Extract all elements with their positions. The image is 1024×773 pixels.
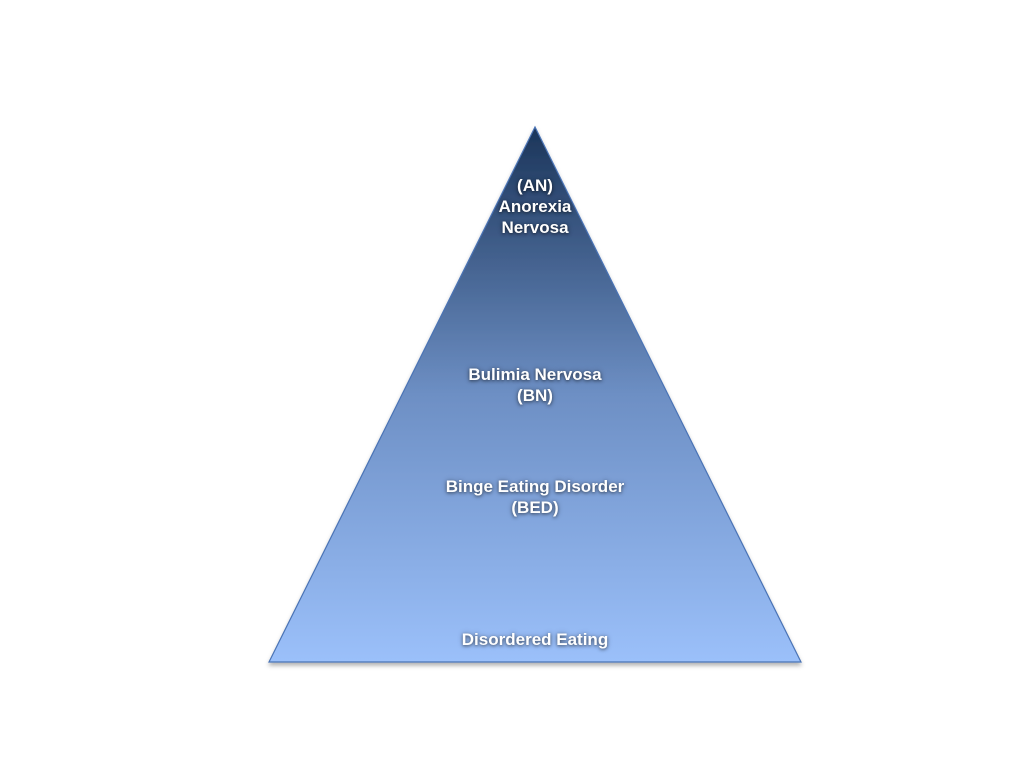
tier-bn-line-2: (BN) <box>517 386 553 405</box>
tier-an-line-3: Nervosa <box>501 218 569 237</box>
tier-bed-line-2: (BED) <box>511 498 559 517</box>
tier-an-line-1: (AN) <box>517 176 553 195</box>
tier-label-disordered-eating: Disordered Eating <box>405 629 665 650</box>
tier-bed-line-1: Binge Eating Disorder <box>445 477 625 496</box>
tier-bn-line-1: Bulimia Nervosa <box>468 365 602 384</box>
tier-label-binge-eating-disorder: Binge Eating Disorder (BED) <box>405 476 665 518</box>
tier-de-line-1: Disordered Eating <box>461 630 609 649</box>
tier-label-anorexia-nervosa: (AN) Anorexia Nervosa <box>405 175 665 238</box>
pyramid-shape <box>268 125 802 663</box>
tier-an-line-2: Anorexia <box>498 197 572 216</box>
tier-label-bulimia-nervosa: Bulimia Nervosa (BN) <box>405 364 665 406</box>
